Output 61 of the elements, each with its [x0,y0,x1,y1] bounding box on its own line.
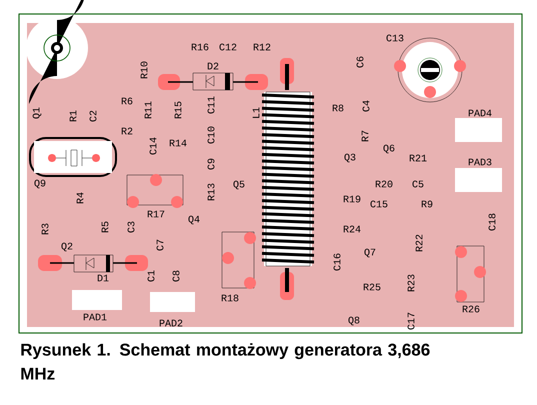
component-label: R3 [42,224,48,234]
component-label: Q3 [344,154,356,162]
component-label: C4 [362,100,370,112]
component-label: R11 [144,101,152,118]
component-label: R23 [408,274,414,292]
component-label: C1 [148,270,154,282]
component-label: PAD2 [160,320,182,326]
component-label: Q2 [62,242,72,252]
component-label: R15 [174,102,182,118]
component-label: D2 [208,62,218,70]
component-label: Q7 [364,248,376,258]
component-label: R8 [332,104,344,112]
component-label: R20 [376,180,392,188]
component-label: R2 [122,128,132,134]
component-label: C14 [150,138,156,154]
component-label: R4 [76,192,84,204]
component-label: R24 [344,226,360,232]
component-label: R9 [422,200,432,208]
component-label: R19 [344,196,360,202]
component-label: C18 [488,214,496,230]
component-label: C16 [334,254,340,270]
caption: Rysunek 1. Schemat montażowy generatora 3,686 MHz [21,343,430,380]
component-label: R18 [222,294,238,302]
component-label: R7 [362,130,368,142]
component-label: R17 [148,210,164,218]
component-label: D1 [98,274,109,282]
component-label: Q9 [34,180,46,188]
component-label: R16 [192,44,208,50]
component-label: C3 [128,222,134,232]
component-label: R1 [70,110,76,122]
component-label: C6 [356,56,364,68]
component-label: R5 [102,222,108,232]
component-label: PAD1 [84,314,107,320]
component-label: C13 [386,34,404,42]
component-label: C12 [220,44,236,50]
component-label: C7 [156,240,164,250]
component-label: C10 [208,126,214,144]
component-label: C17 [408,312,414,330]
component-label: C15 [370,200,388,208]
component-label: R6 [122,98,132,104]
component-label: R12 [254,44,270,50]
component-label: Q1 [32,107,42,118]
component-label: R25 [364,284,380,290]
component-label: C8 [172,270,180,282]
component-label: PAD3 [468,158,492,166]
component-label: R13 [208,184,214,200]
component-label: R21 [410,154,427,162]
component-label: Q4 [188,216,200,224]
component-label: Q5 [234,180,244,190]
component-label: L1 [252,107,260,118]
component-label: C5 [412,180,424,188]
component-label: PAD4 [468,110,492,116]
component-label: Q6 [384,144,394,154]
component-label: R22 [416,234,422,252]
component-label: R10 [140,62,148,78]
component-label: C11 [208,96,214,114]
component-label: R14 [170,140,186,146]
component-label: Q8 [348,316,360,326]
component-label: R26 [462,306,480,312]
component-label: C2 [90,110,96,122]
component-label: C9 [208,158,214,170]
